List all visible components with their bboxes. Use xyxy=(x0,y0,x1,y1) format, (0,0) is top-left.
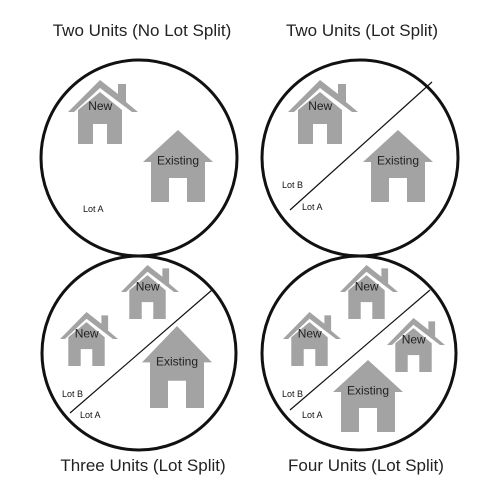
lot-split-line xyxy=(69,289,213,414)
new-house-icon: New xyxy=(283,312,341,366)
house-roof xyxy=(387,318,445,345)
lot-boundary-circle xyxy=(40,254,238,452)
new-house-icon: New xyxy=(387,318,445,372)
house-body xyxy=(143,130,213,202)
house-roof xyxy=(121,265,179,292)
house-label: New xyxy=(136,279,160,293)
panel-2: Two Units (Lot Split) Lot B Lot A NewExisti… xyxy=(260,21,460,258)
house-label: Existing xyxy=(156,354,198,368)
existing-house-icon: Existing xyxy=(142,326,212,408)
lot-label: Lot B xyxy=(62,389,83,399)
existing-house-icon: Existing xyxy=(363,130,433,202)
house-roof xyxy=(68,80,138,112)
lot-label: Lot A xyxy=(302,410,323,420)
house-label: Existing xyxy=(347,384,389,398)
house-label: New xyxy=(355,279,379,293)
house-roof xyxy=(60,312,118,339)
new-house-icon: New xyxy=(68,80,138,144)
new-house-icon: New xyxy=(60,312,118,366)
panel-title: Two Units (No Lot Split) xyxy=(53,21,232,40)
house-label: New xyxy=(308,99,332,113)
house-body xyxy=(78,92,122,144)
lot-label: Lot A xyxy=(302,202,323,212)
house-body xyxy=(129,275,166,319)
panel-title: Four Units (Lot Split) xyxy=(288,456,444,475)
house-body xyxy=(395,328,432,372)
house-body xyxy=(68,322,105,366)
existing-house-icon: Existing xyxy=(333,360,403,432)
lot-label: Lot B xyxy=(282,389,303,399)
panel-title: Two Units (Lot Split) xyxy=(286,21,438,40)
house-label: New xyxy=(298,326,322,340)
panel-title: Three Units (Lot Split) xyxy=(60,456,225,475)
new-house-icon: New xyxy=(288,80,358,144)
new-house-icon: New xyxy=(121,265,179,319)
house-body xyxy=(348,275,385,319)
house-label: New xyxy=(75,326,99,340)
house-label: Existing xyxy=(377,154,419,168)
existing-house-icon: Existing xyxy=(143,130,213,202)
house-body xyxy=(333,360,403,432)
house-label: New xyxy=(88,99,112,113)
house-roof xyxy=(288,80,358,112)
lot-split-line xyxy=(289,81,433,211)
lot-label: Lot A xyxy=(80,410,101,420)
house-body xyxy=(142,326,212,408)
house-label: Existing xyxy=(157,154,199,168)
house-label: New xyxy=(402,332,426,346)
house-roof xyxy=(340,265,398,292)
lot-label: Lot A xyxy=(83,204,104,214)
new-house-icon: New xyxy=(340,265,398,319)
house-body xyxy=(363,130,433,202)
lot-boundary-circle xyxy=(260,254,458,452)
house-roof xyxy=(283,312,341,339)
house-body xyxy=(298,92,342,144)
lot-split-line xyxy=(289,289,431,411)
lot-label: Lot B xyxy=(282,180,303,190)
house-body xyxy=(291,322,328,366)
